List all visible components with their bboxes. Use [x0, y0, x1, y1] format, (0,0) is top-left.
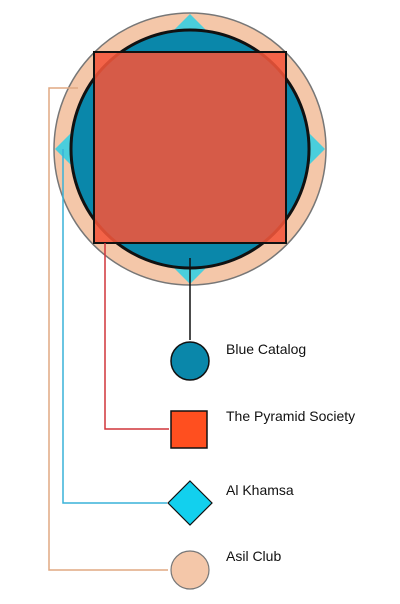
pyramid-society-legend-icon — [170, 410, 208, 449]
pyramid-society-connector — [104, 243, 169, 430]
blue-catalog-legend-icon — [170, 341, 210, 381]
al-khamsa-label: Al Khamsa — [226, 482, 294, 498]
asil-club-legend-icon — [170, 550, 210, 590]
al-khamsa-connector — [62, 149, 167, 504]
asil-club-label: Asil Club — [226, 548, 281, 564]
pyramid-society-label: The Pyramid Society — [226, 408, 355, 424]
pyramid-society-square — [93, 51, 287, 244]
blue-catalog-label: Blue Catalog — [226, 341, 306, 357]
al-khamsa-legend-icon — [167, 480, 213, 526]
asil-club-connector — [48, 87, 168, 571]
